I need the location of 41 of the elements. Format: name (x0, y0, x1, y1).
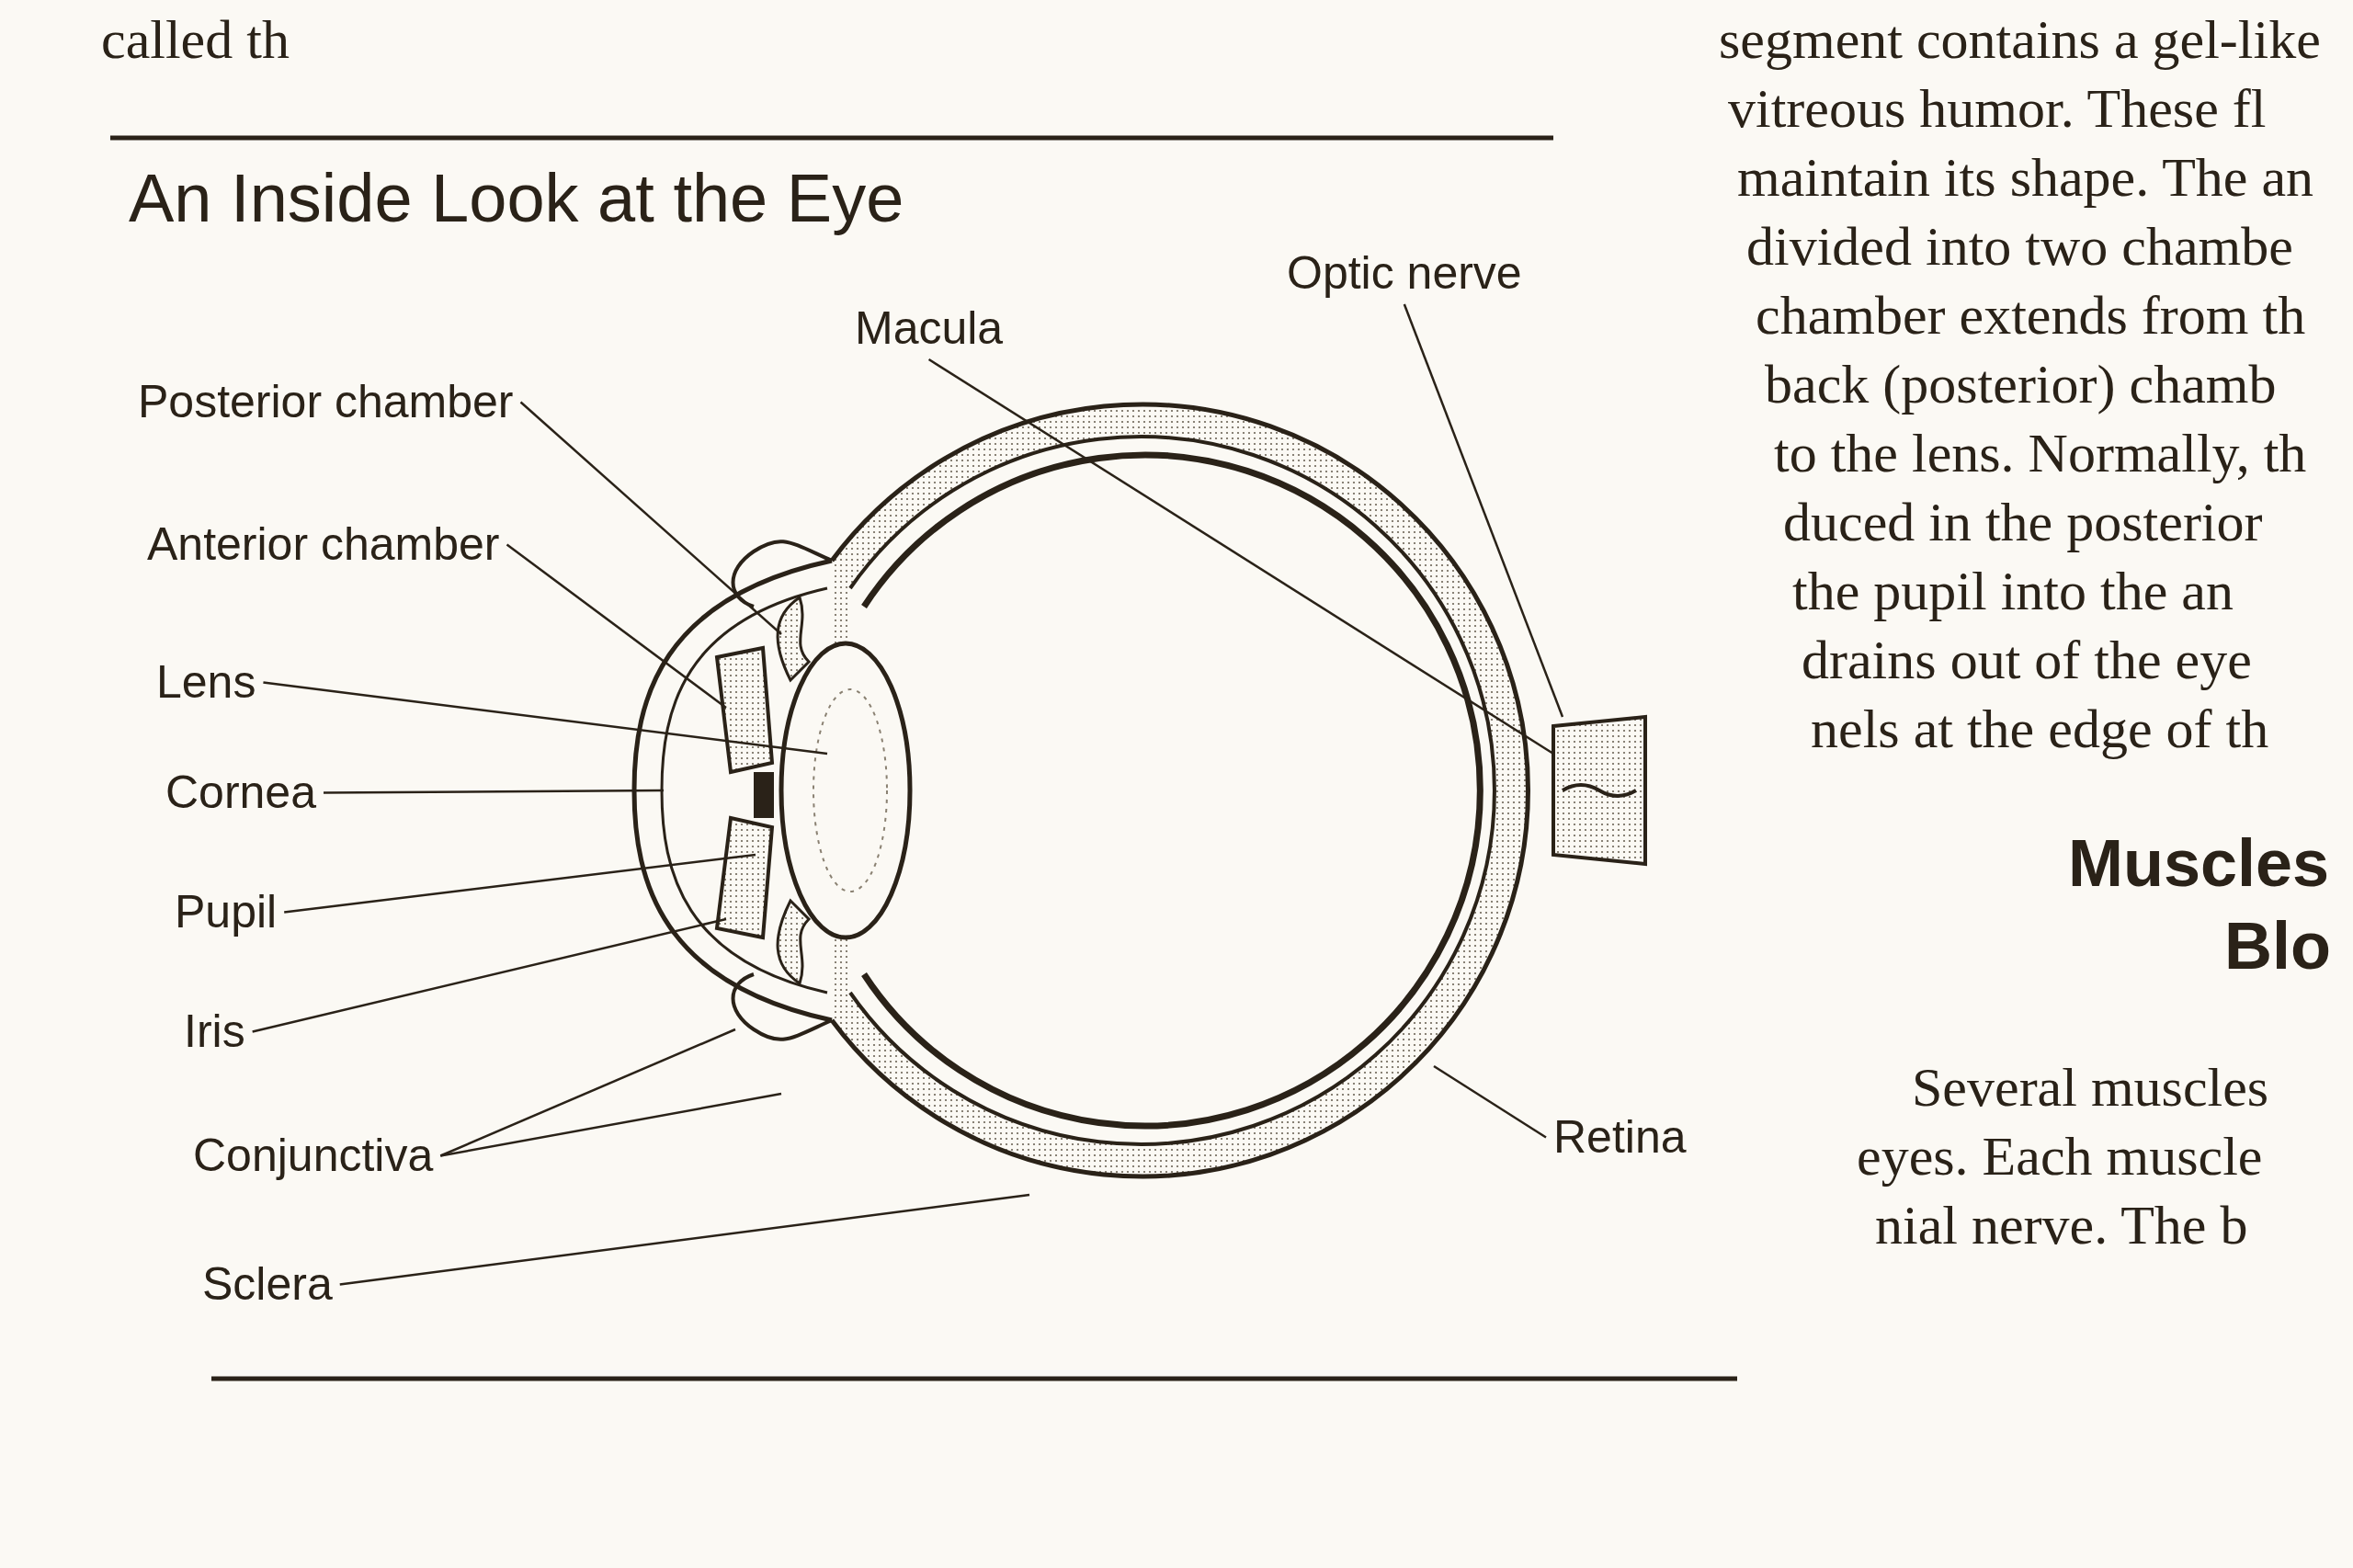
body-text: duced in the posterior (1783, 492, 2263, 552)
body-text: nial nerve. The b (1875, 1195, 2248, 1256)
body-text: segment contains a gel-like (1719, 9, 2321, 70)
body-text: eyes. Each muscle (1857, 1126, 2263, 1187)
part-label: Optic nerve (1287, 248, 1522, 299)
leader-line (284, 853, 756, 914)
body-text: called th (101, 9, 290, 70)
body-text: the pupil into the an (1792, 561, 2234, 621)
body-text: nels at the edge of th (1811, 699, 2269, 759)
body-text: back (posterior) chamb (1765, 354, 2277, 415)
part-label: Iris (184, 1006, 245, 1057)
leader-line (324, 789, 664, 794)
leader-line (519, 401, 782, 635)
body-text: Several muscles (1912, 1057, 2269, 1118)
part-label: Cornea (165, 767, 316, 818)
body-text: to the lens. Normally, th (1774, 423, 2307, 483)
leader-line (263, 681, 828, 756)
section-heading: Muscles (2068, 827, 2330, 901)
leader-line (927, 358, 1554, 756)
part-label: Lens (156, 657, 256, 708)
section-heading: Blo (2224, 910, 2331, 983)
leader-line (506, 543, 727, 709)
leader-line (440, 1092, 782, 1157)
body-text: vitreous humor. These fl (1728, 78, 2267, 139)
body-text: drains out of the eye (1802, 630, 2252, 690)
part-label: Anterior chamber (147, 519, 500, 570)
leader-line (1403, 303, 1564, 718)
leader-line (339, 1193, 1030, 1286)
diagram-title: An Inside Look at the Eye (129, 161, 904, 236)
part-label: Sclera (202, 1259, 333, 1310)
body-text: maintain its shape. The an (1737, 147, 2314, 208)
body-text: divided into two chambe (1746, 216, 2293, 277)
part-label: Macula (855, 303, 1004, 354)
body-text: chamber extends from th (1756, 285, 2306, 346)
part-label: Pupil (175, 887, 278, 937)
part-label: Conjunctiva (193, 1131, 434, 1181)
part-label: Posterior chamber (138, 377, 514, 427)
leader-line (252, 917, 727, 1033)
leader-line (439, 1028, 736, 1157)
part-label: Retina (1553, 1112, 1687, 1163)
leader-line (1433, 1064, 1547, 1139)
